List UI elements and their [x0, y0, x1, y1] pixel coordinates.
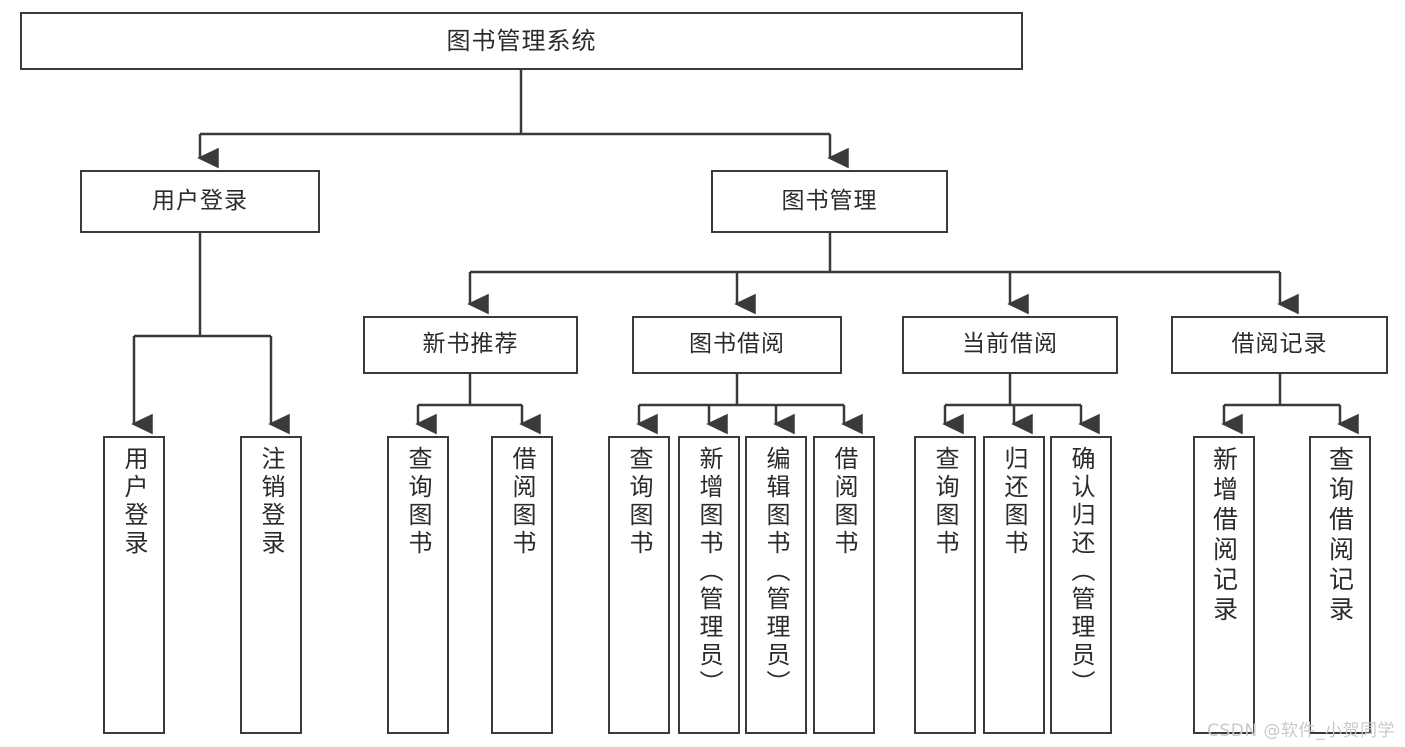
node-borrow-record-label: 借阅记录	[1231, 331, 1328, 358]
node-leaf-query-book-3[interactable]: 查询图书	[914, 436, 976, 734]
node-leaf-user-login-label: 用户登录	[120, 446, 148, 558]
node-leaf-logout[interactable]: 注销登录	[240, 436, 302, 734]
node-leaf-return-book[interactable]: 归还图书	[983, 436, 1045, 734]
node-current-borrow[interactable]: 当前借阅	[902, 316, 1118, 374]
node-leaf-confirm-return[interactable]: 确认归还（管理员）	[1050, 436, 1112, 734]
node-current-borrow-label: 当前借阅	[962, 331, 1058, 358]
node-leaf-confirm-return-label: 确认归还（管理员）	[1067, 446, 1095, 698]
node-book-borrow-label: 图书借阅	[689, 331, 785, 358]
node-user-login-label: 用户登录	[152, 187, 248, 214]
node-leaf-query-book-3-label: 查询图书	[931, 446, 959, 558]
node-leaf-add-record[interactable]: 新增借阅记录	[1193, 436, 1255, 734]
node-root[interactable]: 图书管理系统	[20, 12, 1023, 70]
node-leaf-user-login[interactable]: 用户登录	[103, 436, 165, 734]
node-leaf-borrow-book-2-label: 借阅图书	[830, 446, 858, 558]
node-leaf-add-record-label: 新增借阅记录	[1209, 446, 1239, 626]
node-book-borrow[interactable]: 图书借阅	[632, 316, 842, 374]
node-new-book-recommend[interactable]: 新书推荐	[363, 316, 578, 374]
node-leaf-query-book-1[interactable]: 查询图书	[387, 436, 449, 734]
node-leaf-query-record-label: 查询借阅记录	[1325, 446, 1355, 626]
node-leaf-add-book-label: 新增图书（管理员）	[695, 446, 723, 698]
node-leaf-return-book-label: 归还图书	[1000, 446, 1028, 558]
node-book-management-label: 图书管理	[781, 187, 878, 214]
node-leaf-query-book-2[interactable]: 查询图书	[608, 436, 670, 734]
node-leaf-query-book-2-label: 查询图书	[625, 446, 653, 558]
node-leaf-borrow-book-1-label: 借阅图书	[508, 446, 536, 558]
node-user-login[interactable]: 用户登录	[80, 170, 320, 233]
node-leaf-edit-book[interactable]: 编辑图书（管理员）	[745, 436, 807, 734]
node-book-management[interactable]: 图书管理	[711, 170, 948, 233]
node-leaf-add-book[interactable]: 新增图书（管理员）	[678, 436, 740, 734]
csdn-watermark: CSDN @软件_小贺同学	[1207, 721, 1395, 741]
node-borrow-record[interactable]: 借阅记录	[1171, 316, 1388, 374]
node-leaf-borrow-book-1[interactable]: 借阅图书	[491, 436, 553, 734]
node-leaf-edit-book-label: 编辑图书（管理员）	[762, 446, 790, 698]
node-leaf-query-record[interactable]: 查询借阅记录	[1309, 436, 1371, 734]
node-root-label: 图书管理系统	[446, 26, 597, 55]
node-new-book-recommend-label: 新书推荐	[422, 331, 519, 358]
node-leaf-query-book-1-label: 查询图书	[404, 446, 432, 558]
node-leaf-borrow-book-2[interactable]: 借阅图书	[813, 436, 875, 734]
node-leaf-logout-label: 注销登录	[257, 446, 285, 558]
